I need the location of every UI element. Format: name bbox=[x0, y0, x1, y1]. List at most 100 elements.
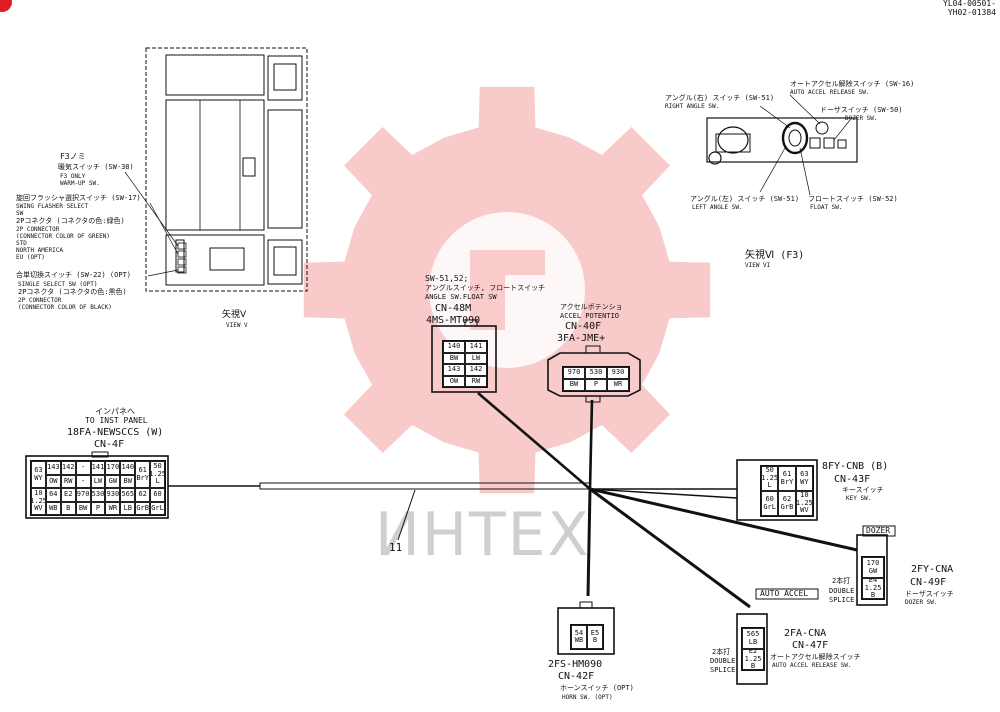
cn42f-name: CN-42F bbox=[558, 671, 595, 682]
pin-cell: BW bbox=[75, 501, 91, 515]
pin-cell: RW bbox=[60, 474, 76, 488]
float-switch-en: FLOAT SW. bbox=[810, 204, 843, 211]
conn-black-en: (CONNECTOR COLOR OF BLACK) bbox=[18, 304, 112, 311]
cn42f-sub-jp: ホーンスイッチ (OPT) bbox=[560, 684, 634, 692]
cn49f-sub-en: DOZER SW. bbox=[905, 599, 938, 606]
float-switch-jp: フロートスイッチ (SW-52) bbox=[808, 195, 898, 203]
cn47f-splice-jp: 2本打 bbox=[712, 648, 731, 656]
pin-cell: WR bbox=[105, 501, 121, 515]
pin-cell: OW bbox=[443, 375, 465, 387]
watermark-text: ИНТЕХ bbox=[375, 500, 591, 570]
pin-cell: BW bbox=[443, 352, 465, 364]
cn40f-part: 3FA-JME+ bbox=[557, 333, 606, 344]
cn48m-part: 4MS-MT090 bbox=[426, 315, 481, 326]
pin-cell: WR bbox=[607, 379, 629, 391]
dozer-switch-en: DOZER SW. bbox=[845, 115, 878, 122]
warmup-switch-en: WARM-UP SW. bbox=[60, 180, 100, 187]
corner-badge-icon bbox=[0, 0, 12, 12]
view-v-title-en: VIEW V bbox=[226, 322, 248, 329]
pin-cell: 63 WY bbox=[795, 466, 813, 491]
pin-cell: 530 bbox=[585, 367, 607, 379]
right-angle-en: RIGHT ANGLE SW. bbox=[665, 103, 720, 110]
f3-only-en: F3 ONLY bbox=[60, 173, 86, 180]
pin-cell: 140 bbox=[120, 461, 136, 475]
cn40f-pin-grid: 970 530 930 BW P WR bbox=[562, 366, 630, 392]
dozer-switch-jp: ドーザスイッチ (SW-50) bbox=[820, 106, 903, 114]
cn48m-title2: アングルスイッチ, フロートスイッチ bbox=[425, 284, 546, 292]
cn47f-sub-en: AUTO ACCEL RELEASE SW. bbox=[772, 662, 852, 669]
pin-cell: 530 bbox=[90, 488, 106, 502]
pin-cell: 10 1.25 WV bbox=[795, 491, 813, 516]
cn47f-name: CN-47F bbox=[792, 640, 829, 651]
pin-cell: - bbox=[75, 461, 91, 475]
pin-cell: GrB bbox=[135, 501, 151, 515]
pin-cell: B bbox=[60, 501, 76, 515]
pin-cell: GW bbox=[105, 474, 121, 488]
cn49f-tag: DOZER bbox=[866, 526, 891, 535]
view-vi-title-en: VIEW VI bbox=[745, 262, 771, 269]
pin-cell: 142 bbox=[465, 364, 487, 376]
pin-cell: 61 BrY bbox=[135, 461, 151, 488]
swing-flasher-en2: SW bbox=[16, 210, 24, 217]
pin-cell: E4 1.25 B bbox=[862, 578, 884, 599]
pin-cell: 64 bbox=[45, 488, 61, 502]
warmup-switch-jp: 暖気スイッチ (SW-38) bbox=[58, 163, 134, 171]
cn47f-part: 2FA-CNA bbox=[784, 628, 827, 639]
cn43f-part: 8FY-CNB (B) bbox=[822, 461, 889, 472]
cn49f-name: CN-49F bbox=[910, 577, 947, 588]
pin-cell: 143 bbox=[45, 461, 61, 475]
cn48m-pin-grid: 140 141 BW LW 143 142 OW RW bbox=[442, 340, 488, 388]
left-angle-jp: アングル(左) スイッチ (SW-51) bbox=[690, 195, 800, 203]
cn42f-part: 2FS-HM090 bbox=[548, 659, 603, 670]
pin-cell: 970 bbox=[75, 488, 91, 502]
pin-cell: E2 bbox=[60, 488, 76, 502]
pin-cell: 54 WB bbox=[571, 625, 587, 649]
cn47f-sub-jp: オートアクセル解除スイッチ bbox=[770, 653, 861, 661]
pin-cell: 970 bbox=[563, 367, 585, 379]
cn48m-title1: SW-51,52; bbox=[425, 274, 469, 283]
cn40f-title2: ACCEL POTENTIO bbox=[560, 312, 620, 320]
pin-cell: 143 bbox=[443, 364, 465, 376]
north-america-label: NORTH AMERICA bbox=[16, 247, 63, 254]
cn4f-title1: インパネへ bbox=[95, 407, 135, 416]
right-angle-jp: アングル(右) スイッチ (SW-51) bbox=[665, 94, 775, 102]
conn-2p-en2: 2P CONNECTOR bbox=[18, 297, 62, 304]
cn49f-part: 2FY-CNA bbox=[911, 564, 954, 575]
auto-accel-jp: オートアクセル解除スイッチ (SW-16) bbox=[790, 80, 915, 88]
cn43f-sub-jp: キースイッチ bbox=[842, 486, 884, 494]
pin-cell: 50 1.25 L bbox=[150, 461, 165, 488]
view-vi-title: 矢視Ⅵ (F3) bbox=[745, 250, 805, 261]
pin-cell: 10 1.25 WV bbox=[31, 488, 46, 515]
pin-cell: 141 bbox=[465, 341, 487, 353]
cn43f-name: CN-43F bbox=[834, 474, 871, 485]
pin-cell: 62 bbox=[135, 488, 151, 502]
pin-cell: LW bbox=[465, 352, 487, 364]
pin-cell: 140 bbox=[443, 341, 465, 353]
pin-cell: 142 bbox=[60, 461, 76, 475]
cn49f-splice1: DOUBLE bbox=[829, 587, 855, 595]
conn-2p-en: 2P CONNECTOR bbox=[16, 226, 60, 233]
single-select-en: SINGLE SELECT SW (OPT) bbox=[18, 281, 98, 288]
pin-cell: BW bbox=[120, 474, 136, 488]
doc-id-2: YH02-01384 bbox=[947, 8, 996, 17]
pin-cell: WB bbox=[45, 501, 61, 515]
pin-cell: P bbox=[585, 379, 607, 391]
single-select-jp: 合単切換スイッチ (SW-22) (OPT) bbox=[16, 271, 132, 279]
cn4f-pin-grid: 63 WY 143 142 - 141 170 140 61 BrY 50 1.… bbox=[30, 460, 166, 516]
cn4f-part: 18FA-NEWSCCS (W) bbox=[67, 427, 164, 438]
conn-2p-green-jp: 2Pコネクタ (コネクタの色:緑色) bbox=[16, 217, 125, 225]
cn48m-title3: ANGLE SW.FLOAT SW bbox=[425, 293, 497, 301]
pin-cell: 930 bbox=[105, 488, 121, 502]
pin-cell: - bbox=[75, 474, 91, 488]
pin-cell: 565 LB bbox=[742, 628, 764, 649]
pin-cell: LB bbox=[120, 501, 136, 515]
pin-cell: OW bbox=[45, 474, 61, 488]
doc-id-1: YL04-00501- bbox=[943, 0, 996, 8]
eu-opt-label: EU (OPT) bbox=[16, 254, 45, 261]
cn49f-splice2: SPLICE bbox=[829, 596, 855, 604]
cn47f-splice2: SPLICE bbox=[710, 666, 736, 674]
swing-flasher-jp: 旋回フラッシャ選択スイッチ (SW-17) bbox=[16, 194, 141, 202]
pin-cell: 565 bbox=[120, 488, 136, 502]
